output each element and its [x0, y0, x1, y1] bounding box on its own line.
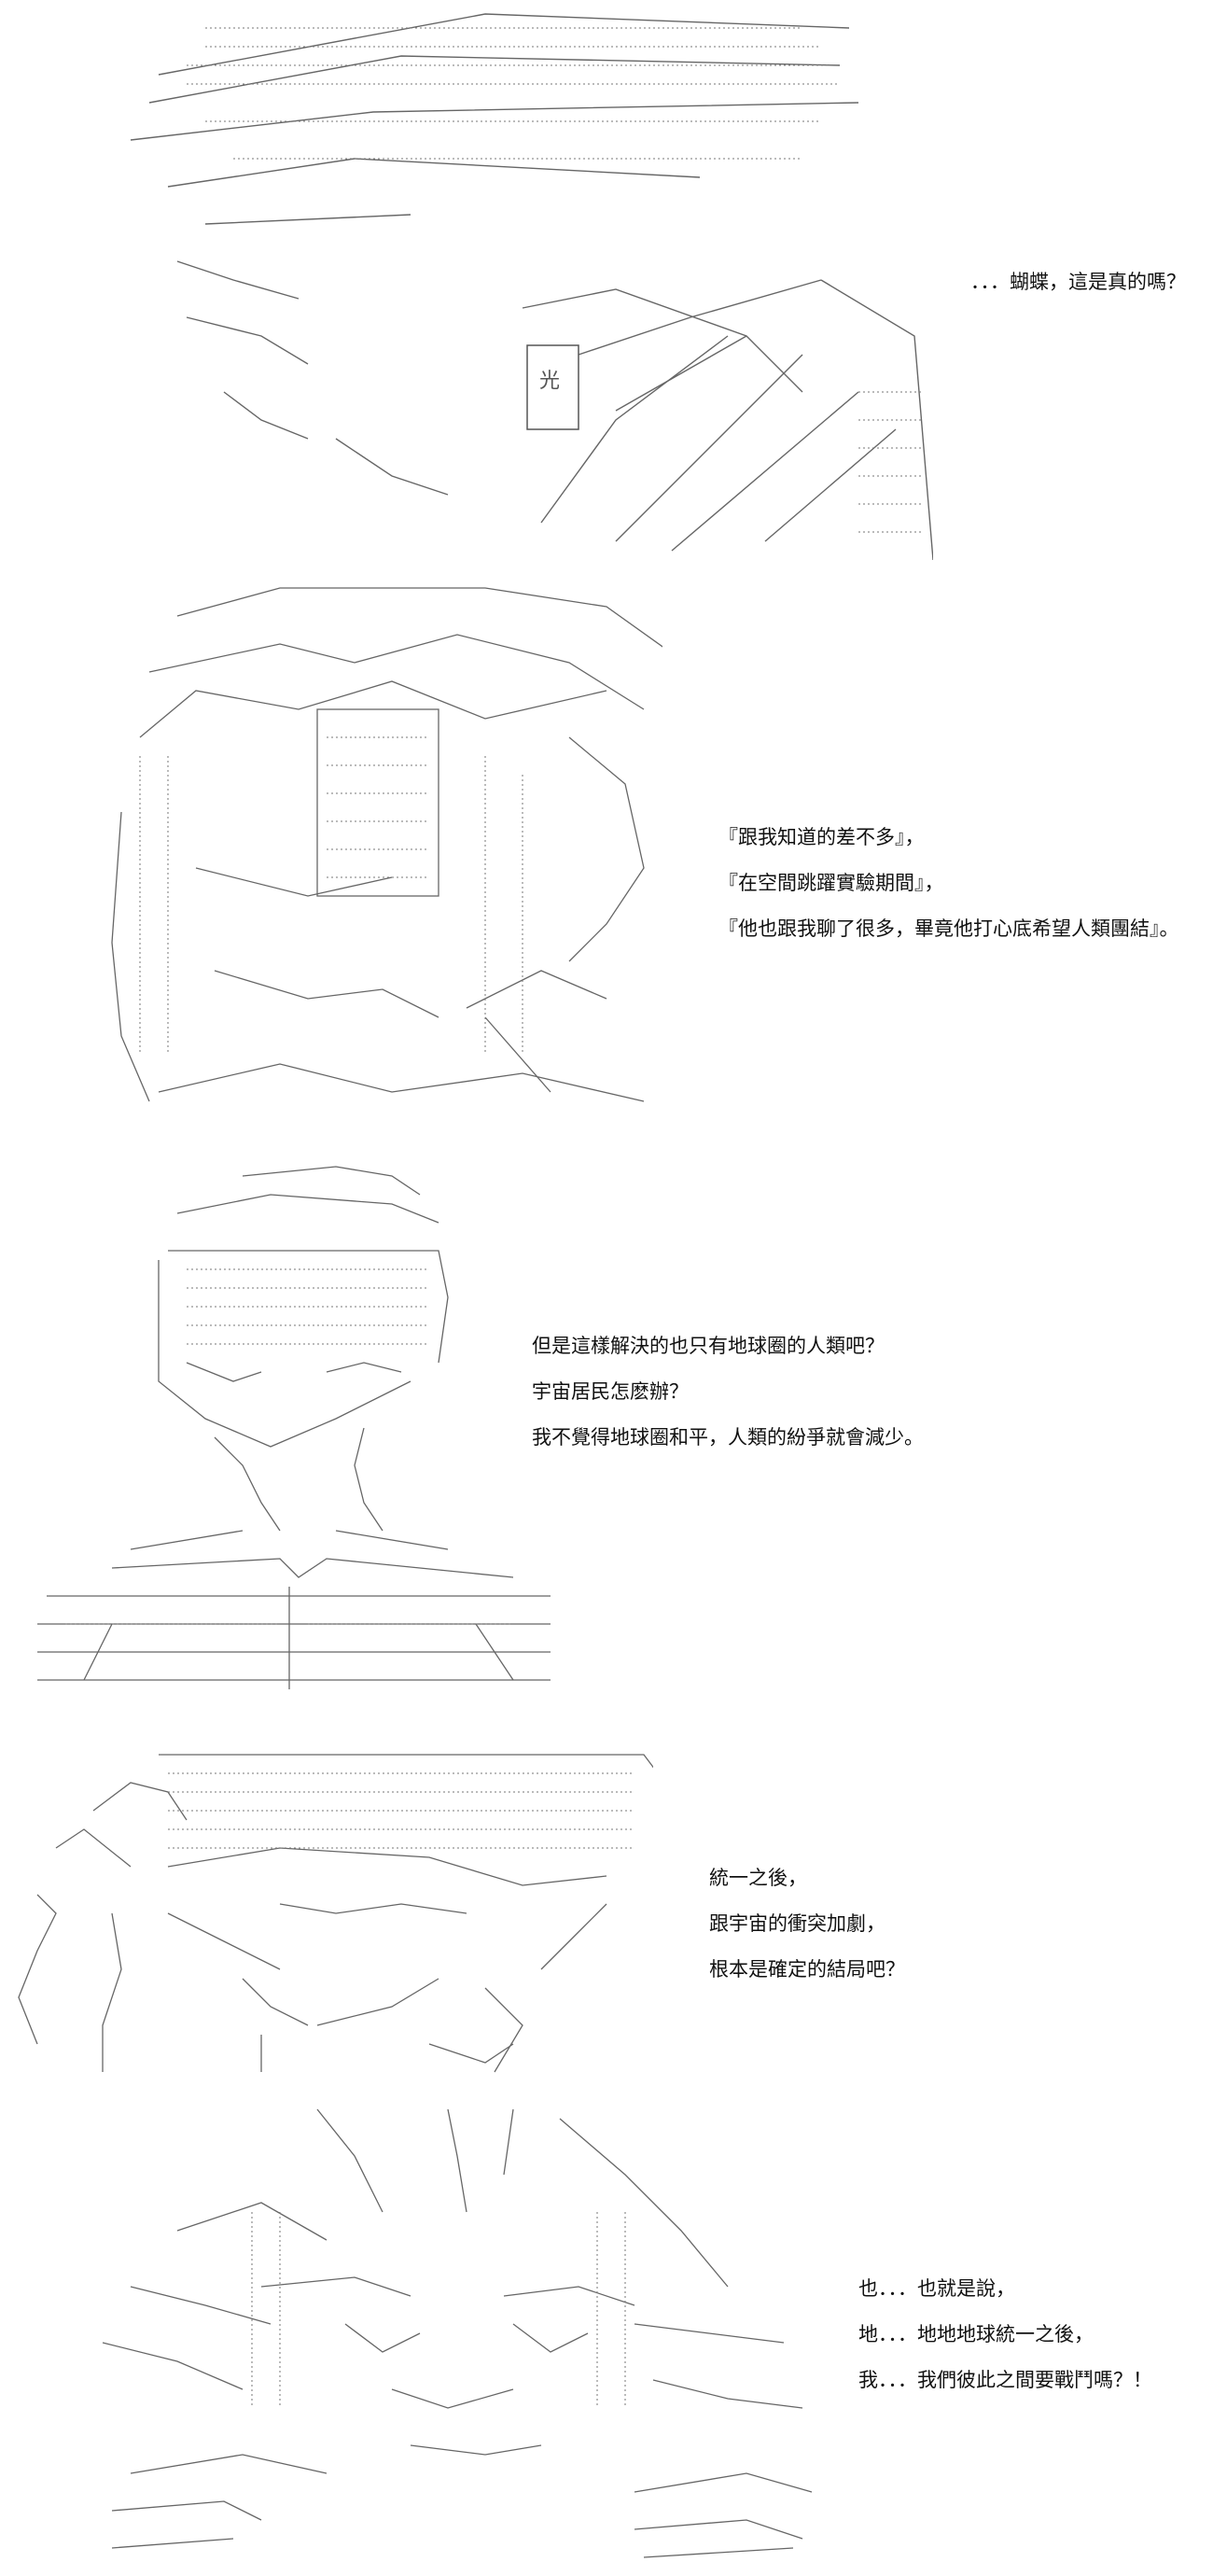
dialog-line: 但是這樣解決的也只有地球圈的人類吧？ — [532, 1335, 885, 1357]
dialog-panel-4: 統一之後， 跟宇宙的衝突加劇， 根本是確定的結局吧？ — [709, 1867, 905, 2005]
dialog-panel-2: 『跟我知道的差不多』， 『在空間跳躍實驗期間』， 『他也跟我聊了很多，畢竟他打心… — [718, 826, 1179, 964]
dialog-line: 地．．．地地地球統一之後， — [858, 2323, 1094, 2346]
art-sign-light: 光 — [539, 370, 560, 393]
ascii-art-character-5 — [102, 2108, 813, 2558]
dialog-line: 也．．．也就是說， — [858, 2277, 1015, 2300]
dialog-panel-5: 也．．．也就是說， 地．．．地地地球統一之後， 我．．．我們彼此之間要戰鬥嗎？！ — [858, 2277, 1152, 2415]
dialog-line: 我不覺得地球圈和平，人類的紛爭就會減少。 — [532, 1426, 924, 1449]
dialog-panel-1: ．．．蝴蝶，這是真的嗎？ — [970, 271, 1186, 316]
panel-5: 也．．．也就是說， 地．．．地地地球統一之後， 我．．．我們彼此之間要戰鬥嗎？！ — [0, 2100, 1213, 2576]
ascii-art-character-2 — [111, 587, 662, 1102]
dialog-line: 『在空間跳躍實驗期間』， — [718, 872, 944, 895]
dialog-line: 根本是確定的結局吧？ — [709, 1958, 905, 1981]
dialog-line: 宇宙居民怎麽辦？ — [532, 1380, 689, 1404]
ascii-art-character-4 — [18, 1754, 653, 2073]
panel-1: 光 ．．．蝴蝶，這是真的嗎？ — [0, 0, 1213, 560]
dialog-line: 我．．．我們彼此之間要戰鬥嗎？！ — [858, 2369, 1152, 2392]
dialog-line: 『他也跟我聊了很多，畢竟他打心底希望人類團結』。 — [718, 917, 1179, 941]
panel-2: 『跟我知道的差不多』， 『在空間跳躍實驗期間』， 『他也跟我聊了很多，畢竟他打心… — [0, 569, 1213, 1129]
dialog-line: 跟宇宙的衝突加劇， — [709, 1912, 885, 1936]
panel-3: 但是這樣解決的也只有地球圈的人類吧？ 宇宙居民怎麽辦？ 我不覺得地球圈和平，人類… — [0, 1139, 1213, 1717]
panel-4: 統一之後， 跟宇宙的衝突加劇， 根本是確定的結局吧？ — [0, 1727, 1213, 2091]
dialog-line: 『跟我知道的差不多』， — [718, 826, 925, 848]
dialog-panel-3: 但是這樣解決的也只有地球圈的人類吧？ 宇宙居民怎麽辦？ 我不覺得地球圈和平，人類… — [532, 1335, 924, 1473]
dialog-line: 統一之後， — [709, 1867, 807, 1889]
ascii-art-character-3 — [37, 1166, 551, 1689]
dialog-line: ．．．蝴蝶，這是真的嗎？ — [970, 271, 1186, 293]
ascii-art-character-1: 光 — [130, 13, 933, 560]
